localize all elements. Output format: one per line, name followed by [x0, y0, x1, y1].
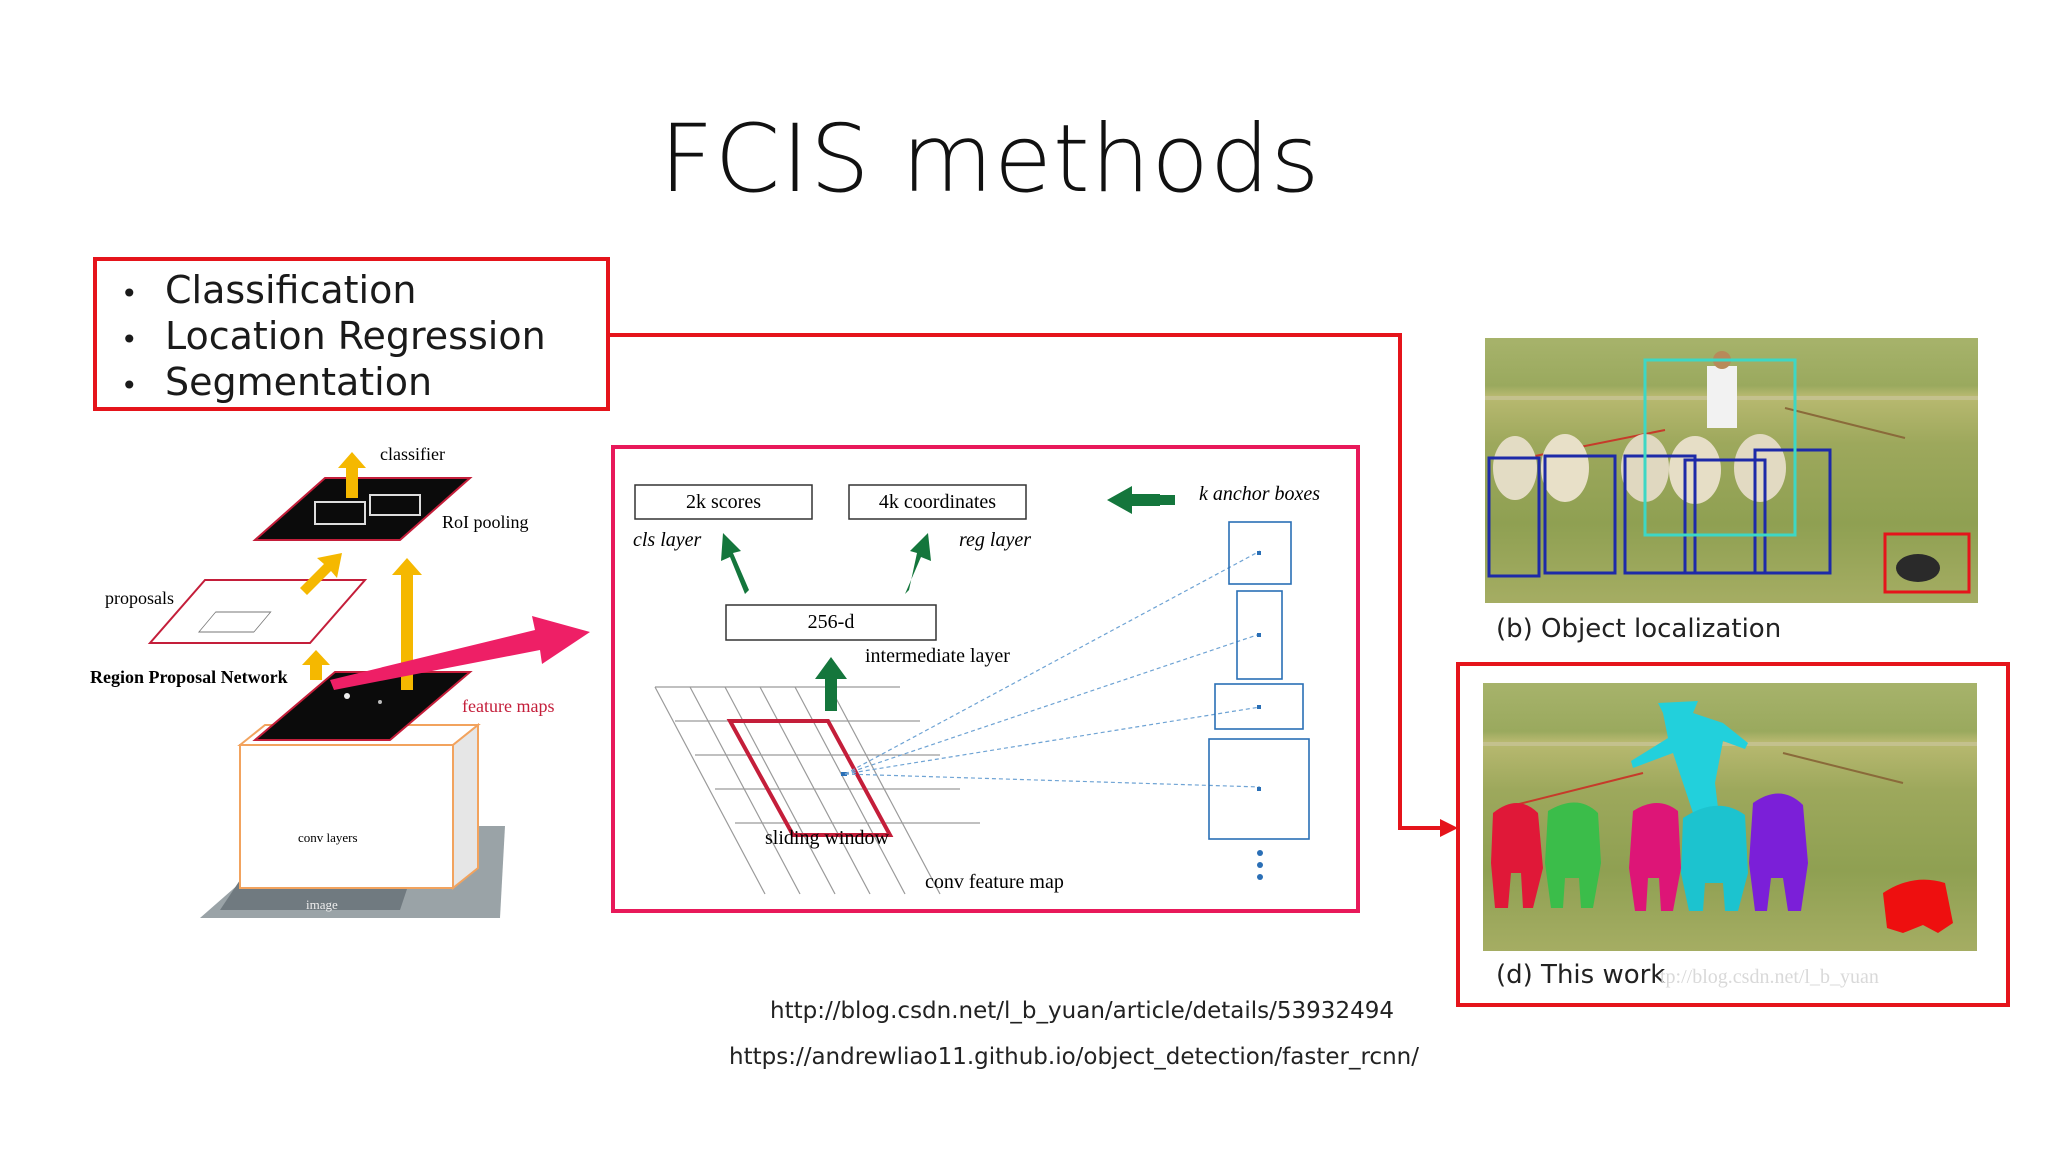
label-intermediate-layer: intermediate layer [865, 645, 1010, 668]
label-sliding-window: sliding window [765, 827, 889, 850]
reference-url-1[interactable]: http://blog.csdn.net/l_b_yuan/article/de… [770, 998, 1394, 1024]
caption-object-localization: (b) Object localization [1496, 614, 1781, 644]
label-cls-layer: cls layer [633, 529, 701, 552]
faster-rcnn-diagram: classifier RoI pooling proposals Region … [80, 440, 600, 930]
label-rpn: Region Proposal Network [90, 667, 288, 688]
caption-this-work: (d) This work [1496, 960, 1665, 990]
label-image: image [306, 897, 338, 913]
this-work-panel: (d) This work tp://blog.csdn.net/l_b_yua… [1456, 662, 2010, 1007]
label-roi-pooling: RoI pooling [442, 512, 529, 533]
label-classifier: classifier [380, 444, 445, 465]
rpn-detail-panel: 2k scores 4k coordinates cls layer reg l… [611, 445, 1360, 913]
label-anchor-boxes: k anchor boxes [1199, 483, 1351, 506]
label-feature-maps: feature maps [462, 696, 554, 717]
label-conv-feature-map: conv feature map [925, 871, 1064, 894]
label-reg-layer: reg layer [959, 529, 1031, 552]
coordinates-box: 4k coordinates [849, 485, 1026, 519]
label-proposals: proposals [105, 588, 174, 609]
reference-url-2[interactable]: https://andrewliao11.github.io/object_de… [729, 1044, 1419, 1070]
watermark-text: tp://blog.csdn.net/l_b_yuan [1660, 966, 1879, 989]
segmentation-image [1483, 683, 1977, 951]
object-localization-image [1485, 338, 1978, 603]
scores-box: 2k scores [635, 485, 812, 519]
segmentation-masks [1483, 683, 1977, 951]
box-256d: 256-d [726, 605, 936, 640]
label-conv-layers: conv layers [298, 830, 358, 846]
localization-boxes [1485, 338, 1978, 603]
